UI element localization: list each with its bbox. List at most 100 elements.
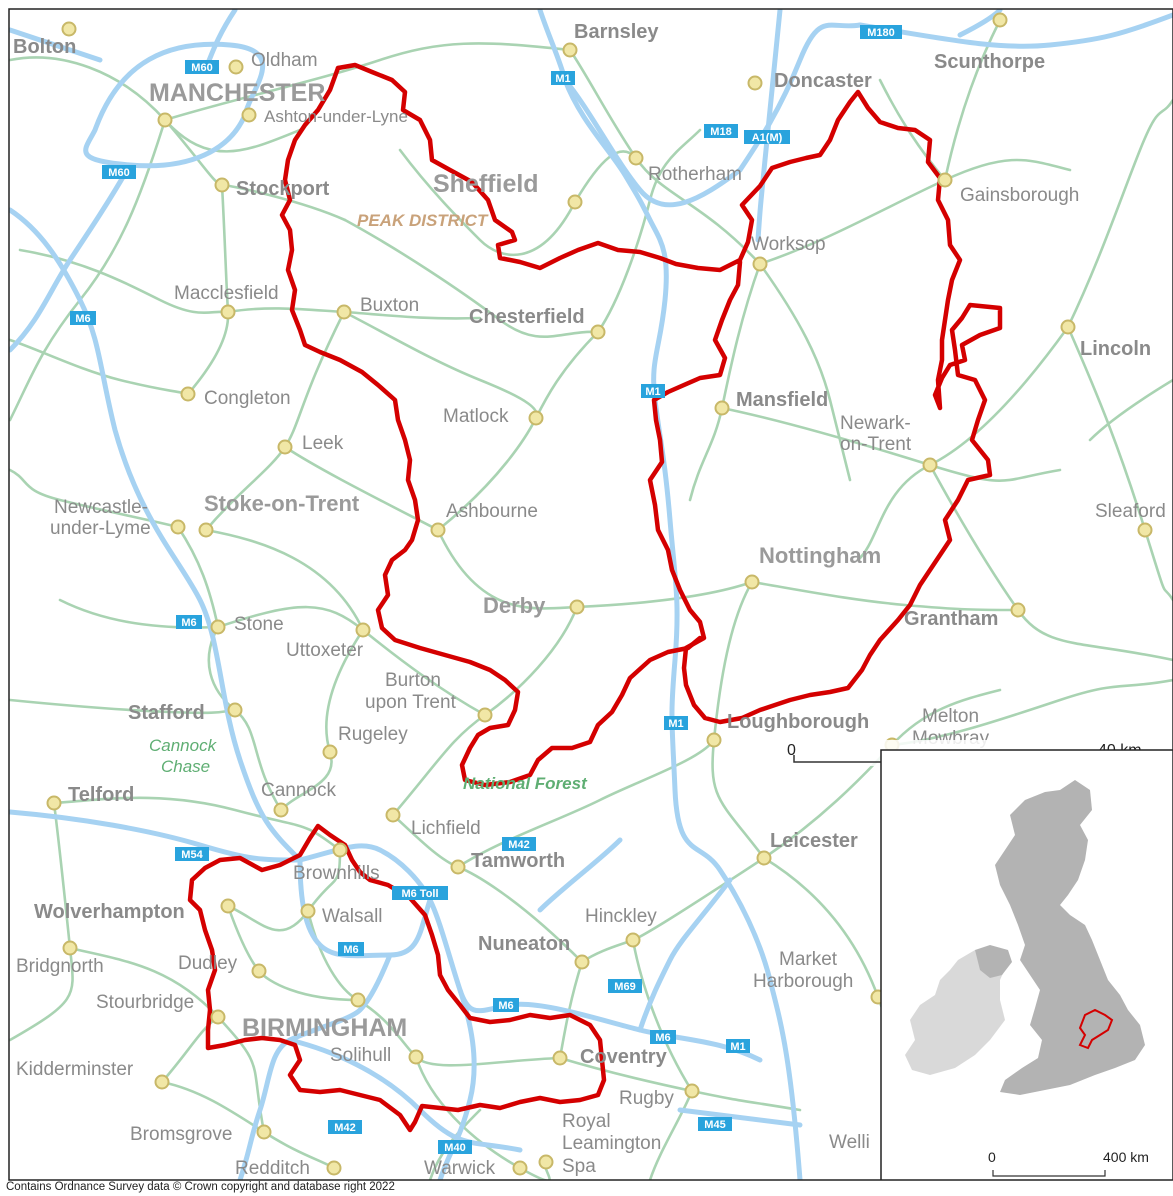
motorway-shield-m6d: M6 bbox=[493, 998, 519, 1012]
svg-text:M6: M6 bbox=[655, 1032, 670, 1044]
motorway-shield-m1a: M1 bbox=[551, 71, 575, 85]
town-label-cannock: Cannock bbox=[261, 780, 336, 801]
town-label-hinckley: Hinckley bbox=[585, 906, 657, 927]
town-label-kidderminster: Kidderminster bbox=[16, 1059, 134, 1080]
town-label-ashbourne: Ashbourne bbox=[446, 501, 538, 522]
town-label-market-2: Harborough bbox=[753, 971, 853, 992]
town-label-newark-2: on-Trent bbox=[840, 434, 912, 455]
town-label-royal-1: Royal bbox=[562, 1111, 611, 1132]
town-label-worksop: Worksop bbox=[751, 234, 826, 255]
town-label-matlock: Matlock bbox=[443, 406, 509, 427]
inset-scale-start: 0 bbox=[988, 1149, 996, 1165]
town-label-rugeley: Rugeley bbox=[338, 724, 408, 745]
town-label-royal-3: Spa bbox=[562, 1156, 596, 1177]
town-label-leicester: Leicester bbox=[770, 830, 858, 852]
town-label-nuneaton: Nuneaton bbox=[478, 933, 570, 955]
town-label-warwick: Warwick bbox=[424, 1158, 496, 1179]
motorway-shield-m60b: M60 bbox=[102, 165, 136, 179]
town-label-bridgnorth: Bridgnorth bbox=[16, 956, 104, 977]
town-label-congleton: Congleton bbox=[204, 388, 291, 409]
svg-text:M6: M6 bbox=[75, 313, 90, 325]
town-label-chesterfield: Chesterfield bbox=[469, 306, 585, 328]
town-label-melton-1: Melton bbox=[922, 706, 979, 727]
svg-text:M40: M40 bbox=[444, 1142, 465, 1154]
motorway-shield-m1c: M1 bbox=[664, 716, 688, 730]
town-label-coventry: Coventry bbox=[580, 1046, 668, 1068]
svg-text:M45: M45 bbox=[704, 1119, 725, 1131]
town-label-telford: Telford bbox=[68, 784, 134, 806]
svg-text:M6: M6 bbox=[343, 944, 358, 956]
town-label-stafford: Stafford bbox=[128, 702, 205, 724]
town-label-lincoln: Lincoln bbox=[1080, 338, 1151, 360]
motorway-shield-m69: M69 bbox=[608, 979, 642, 993]
town-label-wellingborough: Welli bbox=[829, 1132, 870, 1153]
svg-text:M6: M6 bbox=[498, 1000, 513, 1012]
town-label-mansfield: Mansfield bbox=[736, 389, 828, 411]
city-label-nottingham: Nottingham bbox=[759, 543, 881, 568]
town-label-rugby: Rugby bbox=[619, 1088, 674, 1109]
town-label-wolverhampton: Wolverhampton bbox=[34, 901, 185, 923]
area-label-national-forest: National Forest bbox=[463, 774, 588, 793]
town-label-bromsgrove: Bromsgrove bbox=[130, 1124, 232, 1145]
inset-locator-map: 0 400 km bbox=[880, 749, 1173, 1180]
city-label-derby: Derby bbox=[483, 593, 546, 618]
svg-text:M1: M1 bbox=[730, 1041, 745, 1053]
copyright-credit: Contains Ordnance Survey data © Crown co… bbox=[6, 1181, 395, 1193]
inset-ireland bbox=[905, 950, 1008, 1075]
motorway-shield-m6c: M6 bbox=[338, 942, 364, 956]
town-label-walsall: Walsall bbox=[322, 906, 383, 927]
motorway-shield-m6e: M6 bbox=[650, 1030, 676, 1044]
region-boundary bbox=[187, 62, 1003, 1133]
town-label-sleaford: Sleaford bbox=[1095, 501, 1166, 522]
town-label-newcastle-1: Newcastle- bbox=[54, 497, 148, 518]
svg-text:M60: M60 bbox=[191, 62, 212, 74]
inset-scale-end: 400 km bbox=[1103, 1149, 1149, 1165]
town-label-stourbridge: Stourbridge bbox=[96, 992, 194, 1013]
town-label-oldham: Oldham bbox=[251, 50, 318, 71]
area-label-peak-district: PEAK DISTRICT bbox=[357, 211, 489, 230]
main-scale-start: 0 bbox=[787, 742, 796, 759]
city-label-birmingham: BIRMINGHAM bbox=[242, 1014, 407, 1042]
town-label-gainsborough: Gainsborough bbox=[960, 185, 1079, 206]
city-label-stoke: Stoke-on-Trent bbox=[204, 491, 360, 516]
svg-text:M69: M69 bbox=[614, 981, 635, 993]
town-label-stone: Stone bbox=[234, 614, 284, 635]
svg-text:M6: M6 bbox=[181, 617, 196, 629]
svg-text:M1: M1 bbox=[555, 73, 570, 85]
town-label-uttoxeter: Uttoxeter bbox=[286, 640, 364, 661]
svg-text:M18: M18 bbox=[710, 126, 731, 138]
city-label-manchester: MANCHESTER bbox=[149, 79, 325, 107]
svg-text:M42: M42 bbox=[334, 1122, 355, 1134]
town-label-newcastle-2: under-Lyme bbox=[50, 518, 151, 539]
town-label-lichfield: Lichfield bbox=[411, 818, 481, 839]
town-label-grantham: Grantham bbox=[904, 608, 998, 630]
inset-study-area bbox=[1078, 1008, 1114, 1050]
town-label-loughborough: Loughborough bbox=[727, 711, 869, 733]
area-label-cannock-chase-1: Cannock bbox=[149, 736, 218, 755]
town-label-ashton: Ashton-under-Lyne bbox=[264, 107, 408, 126]
svg-text:M180: M180 bbox=[867, 27, 895, 39]
town-label-market-1: Market bbox=[779, 949, 838, 970]
motorway-shield-m18: M18 bbox=[704, 124, 738, 138]
town-markers bbox=[46, 12, 1153, 1176]
town-label-barnsley: Barnsley bbox=[574, 21, 659, 43]
inset-northern-ireland bbox=[975, 945, 1012, 978]
svg-text:M6 Toll: M6 Toll bbox=[401, 888, 438, 900]
town-label-solihull: Solihull bbox=[330, 1045, 391, 1066]
area-label-cannock-chase-2: Chase bbox=[161, 757, 210, 776]
town-labels: Bolton Oldham Barnsley Doncaster Scuntho… bbox=[13, 21, 1166, 1179]
motorway-shield-m40: M40 bbox=[438, 1140, 472, 1154]
town-label-burton-1: Burton bbox=[385, 670, 441, 691]
town-label-leek: Leek bbox=[302, 433, 344, 454]
svg-text:M1: M1 bbox=[668, 718, 683, 730]
svg-text:M1: M1 bbox=[645, 386, 660, 398]
town-label-dudley: Dudley bbox=[178, 953, 238, 974]
town-label-brownhills: Brownhills bbox=[293, 863, 380, 884]
town-label-stockport: Stockport bbox=[236, 178, 330, 200]
town-label-scunthorpe: Scunthorpe bbox=[934, 51, 1045, 73]
motorway-shield-m6b: M6 bbox=[176, 615, 202, 629]
town-label-redditch: Redditch bbox=[235, 1158, 310, 1179]
map-frame bbox=[8, 8, 1173, 1181]
svg-text:M54: M54 bbox=[181, 849, 203, 861]
